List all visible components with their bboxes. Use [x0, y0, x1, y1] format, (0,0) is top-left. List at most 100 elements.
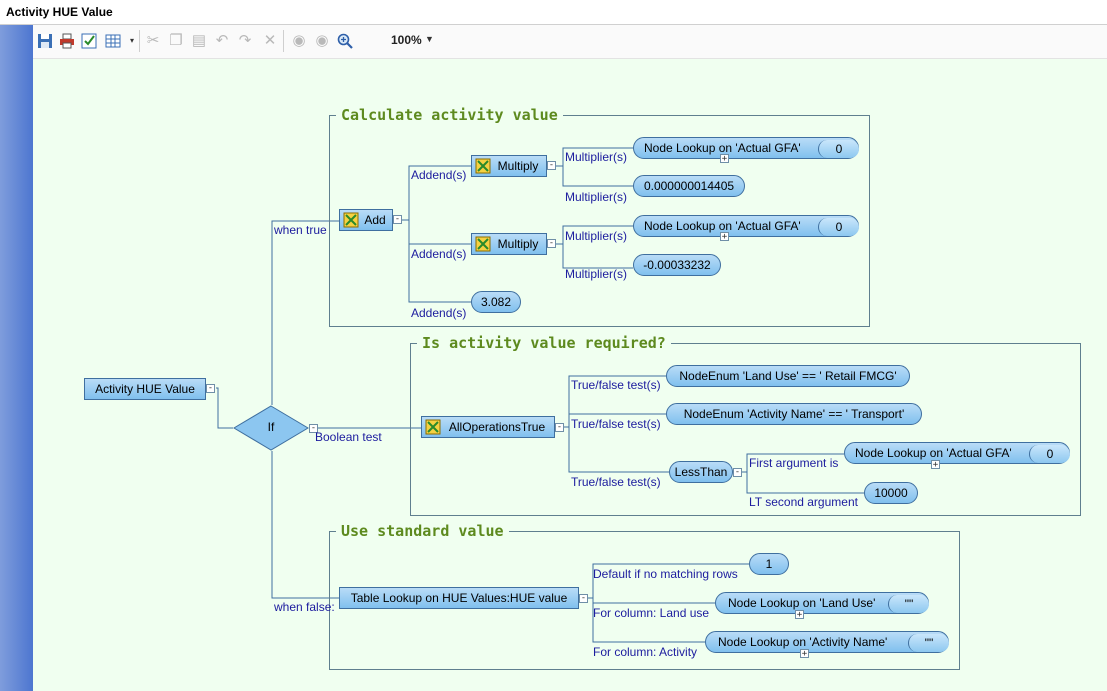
- when-false-label: when false:: [274, 600, 335, 614]
- addend-label: Addend(s): [411, 168, 467, 182]
- multiply-node[interactable]: Multiply: [471, 233, 547, 255]
- default-if-no-matching-rows-label: Default if no matching rows: [593, 567, 738, 581]
- constant-value: 0.000000014405: [643, 179, 735, 193]
- for-column-land-use-label: For column: Land use: [593, 606, 710, 620]
- constant-node[interactable]: 0.000000014405: [633, 175, 745, 197]
- multiply-node[interactable]: Multiply: [471, 155, 547, 177]
- zoom-dropdown-icon[interactable]: ▼: [425, 34, 434, 44]
- node-lookup-land-use[interactable]: Node Lookup on 'Land Use' "": [715, 592, 929, 614]
- toolbar-separator: [283, 30, 284, 52]
- constant-value: -0.00033232: [643, 258, 711, 272]
- node-enum-land-use[interactable]: NodeEnum 'Land Use' == ' Retail FMCG': [666, 365, 910, 387]
- if-node-label: If: [267, 420, 275, 434]
- diagram-canvas: Calculate activity value Is activity val…: [33, 58, 1107, 691]
- copy-icon[interactable]: ❐: [169, 32, 183, 49]
- undo-icon[interactable]: ↶: [215, 32, 229, 49]
- node-enum-label: NodeEnum 'Land Use' == ' Retail FMCG': [679, 369, 897, 383]
- when-true-label: when true: [274, 223, 327, 237]
- all-operations-true-label: AllOperationsTrue: [448, 420, 546, 434]
- constant-node[interactable]: 10000: [864, 482, 918, 504]
- expand-toggle[interactable]: +: [720, 154, 729, 164]
- expand-icon[interactable]: ◉: [315, 32, 329, 49]
- constant-value: 3.082: [480, 295, 512, 309]
- validate-icon[interactable]: [79, 31, 99, 51]
- node-enum-activity-name[interactable]: NodeEnum 'Activity Name' == ' Transport': [666, 403, 922, 425]
- collapse-toggle[interactable]: -: [309, 423, 318, 433]
- function-icon: [475, 158, 491, 174]
- root-node[interactable]: Activity HUE Value: [84, 378, 206, 400]
- constant-value: 10000: [874, 486, 908, 500]
- delete-icon[interactable]: ✕: [263, 32, 277, 49]
- save-icon[interactable]: [35, 31, 55, 51]
- less-than-label: LessThan: [674, 465, 728, 479]
- toolbar-separator: [139, 30, 140, 52]
- expand-toggle[interactable]: +: [931, 460, 940, 470]
- node-lookup-value: "": [908, 634, 949, 652]
- collapse-toggle[interactable]: -: [547, 238, 556, 248]
- add-node[interactable]: Add: [339, 209, 393, 231]
- addend-label: Addend(s): [411, 306, 467, 320]
- group-title: Calculate activity value: [336, 106, 563, 124]
- node-lookup-activity-name[interactable]: Node Lookup on 'Activity Name' "": [705, 631, 949, 653]
- collapse-icon[interactable]: ◉: [292, 32, 306, 49]
- addend-label: Addend(s): [411, 247, 467, 261]
- node-lookup-actual-gfa[interactable]: Node Lookup on 'Actual GFA' 0: [633, 137, 859, 159]
- connector-lines: [216, 147, 864, 643]
- collapse-toggle[interactable]: -: [733, 467, 742, 477]
- expand-toggle[interactable]: +: [800, 649, 809, 659]
- node-lookup-label: Node Lookup on 'Land Use': [728, 596, 876, 610]
- all-operations-true-node[interactable]: AllOperationsTrue: [421, 416, 555, 438]
- group-title: Use standard value: [336, 522, 509, 540]
- true-false-test-label: True/false test(s): [571, 378, 661, 392]
- constant-node[interactable]: 1: [749, 553, 789, 575]
- table-lookup-label: Table Lookup on HUE Values:HUE value: [350, 591, 568, 605]
- for-column-activity-label: For column: Activity: [593, 645, 698, 659]
- lt-second-argument-label: LT second argument: [749, 495, 858, 509]
- collapse-toggle[interactable]: -: [393, 214, 402, 224]
- constant-node[interactable]: 3.082: [471, 291, 521, 313]
- group-use-standard-value: Use standard value: [329, 522, 960, 670]
- function-icon: [343, 212, 359, 228]
- collapse-toggle[interactable]: -: [579, 593, 588, 603]
- multiply-node-label: Multiply: [497, 159, 539, 173]
- multiply-node-label: Multiply: [497, 237, 539, 251]
- if-node[interactable]: If: [233, 405, 309, 451]
- collapse-toggle[interactable]: -: [555, 422, 564, 432]
- print-icon[interactable]: [57, 31, 77, 51]
- redo-icon[interactable]: ↷: [238, 32, 252, 49]
- node-lookup-label: Node Lookup on 'Activity Name': [718, 635, 888, 649]
- window-title: Activity HUE Value: [6, 5, 113, 19]
- expand-toggle[interactable]: +: [720, 232, 729, 242]
- zoom-icon[interactable]: [335, 31, 355, 51]
- node-lookup-value: "": [888, 595, 929, 613]
- cut-icon[interactable]: ✂: [146, 32, 160, 49]
- expand-toggle[interactable]: +: [795, 610, 804, 620]
- table-lookup-node[interactable]: Table Lookup on HUE Values:HUE value: [339, 587, 579, 609]
- true-false-test-label: True/false test(s): [571, 417, 661, 431]
- boolean-test-label: Boolean test: [315, 430, 382, 444]
- node-lookup-value: 0: [1029, 445, 1070, 463]
- dropdown-arrow-icon[interactable]: ▾: [129, 36, 134, 45]
- multiplier-label: Multiplier(s): [565, 229, 628, 243]
- function-icon: [425, 419, 441, 435]
- first-argument-label: First argument is: [749, 456, 839, 470]
- collapse-toggle[interactable]: -: [547, 160, 556, 170]
- node-lookup-value: 0: [818, 218, 859, 236]
- group-is-activity-value-required: Is activity value required?: [410, 334, 1081, 516]
- paste-icon[interactable]: ▤: [191, 32, 207, 49]
- table-view-icon[interactable]: [103, 31, 123, 51]
- constant-value: 1: [765, 557, 773, 571]
- less-than-node[interactable]: LessThan: [669, 461, 733, 483]
- multiplier-label: Multiplier(s): [565, 150, 628, 164]
- node-lookup-actual-gfa[interactable]: Node Lookup on 'Actual GFA' 0: [844, 442, 1070, 464]
- node-lookup-actual-gfa[interactable]: Node Lookup on 'Actual GFA' 0: [633, 215, 859, 237]
- multiplier-label: Multiplier(s): [565, 190, 628, 204]
- add-node-label: Add: [364, 213, 386, 227]
- constant-node[interactable]: -0.00033232: [633, 254, 721, 276]
- node-lookup-label: Node Lookup on 'Actual GFA': [855, 446, 1012, 460]
- node-enum-label: NodeEnum 'Activity Name' == ' Transport': [683, 407, 905, 421]
- root-node-label: Activity HUE Value: [95, 382, 195, 396]
- collapse-toggle[interactable]: -: [206, 383, 215, 393]
- zoom-level[interactable]: 100%: [391, 33, 422, 47]
- group-calculate-activity-value: Calculate activity value: [329, 106, 870, 327]
